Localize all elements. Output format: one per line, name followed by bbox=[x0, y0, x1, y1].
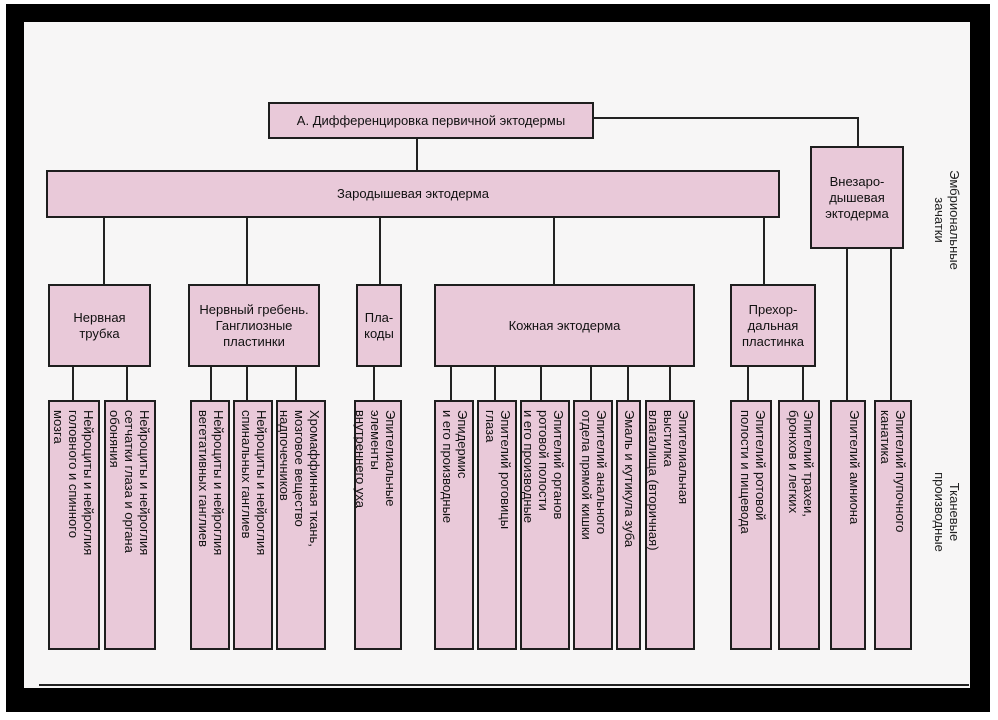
placodes-box: Пла- коды bbox=[356, 284, 402, 367]
connector-line bbox=[669, 365, 671, 401]
derivative-box: Хромаффинная ткань, мозговое вещество на… bbox=[276, 400, 326, 650]
tissue-derivatives-label: Тканевые производные bbox=[932, 472, 962, 552]
prechordal-plate-box: Прехор- дальная пластинка bbox=[730, 284, 816, 367]
connector-line bbox=[72, 365, 74, 401]
connector-line bbox=[846, 247, 848, 401]
derivative-text: Эпителиальные элементы внутреннего уха bbox=[353, 410, 398, 508]
skin-ectoderm-box: Кожная эктодерма bbox=[434, 284, 695, 367]
connector-line bbox=[450, 365, 452, 401]
derivative-text: Эпидермис и его производные bbox=[440, 410, 470, 524]
connector-line bbox=[103, 216, 105, 284]
title-box: А. Дифференцировка первичной эктодермы bbox=[268, 102, 594, 139]
derivative-text: Хромаффинная ткань, мозговое вещество на… bbox=[277, 410, 322, 547]
connector-line bbox=[553, 216, 555, 284]
connector-line bbox=[210, 365, 212, 401]
connector-line bbox=[590, 365, 592, 401]
derivative-text: Нейроциты и нейроглия головного и спинно… bbox=[51, 410, 96, 556]
connector-line bbox=[246, 365, 248, 401]
derivative-text: Нейроциты и нейроглия вегетативных гангл… bbox=[196, 410, 226, 556]
connector-line bbox=[373, 365, 375, 401]
derivative-box: Эпителий анального отдела прямой кишки bbox=[573, 400, 613, 650]
connector-line bbox=[295, 365, 297, 401]
derivative-box: Нейроциты и нейроглия головного и спинно… bbox=[48, 400, 100, 650]
connector-line bbox=[802, 365, 804, 401]
derivative-text: Нейроциты и нейроглия спинальных ганглие… bbox=[239, 410, 269, 556]
connector-line bbox=[890, 247, 892, 401]
derivative-box: Нейроциты и нейроглия спинальных ганглие… bbox=[233, 400, 273, 650]
connector-line bbox=[126, 365, 128, 401]
connector-line bbox=[540, 365, 542, 401]
connector-line bbox=[592, 117, 858, 119]
derivative-box: Эпителий пупочного канатика bbox=[874, 400, 912, 650]
derivative-box: Эпителий роговицы глаза bbox=[477, 400, 517, 650]
connector-line bbox=[494, 365, 496, 401]
connector-line bbox=[857, 117, 859, 147]
derivative-box: Нейроциты и нейроглия вегетативных гангл… bbox=[190, 400, 230, 650]
derivative-text: Эпителий органов ротовой полости и его п… bbox=[521, 410, 566, 524]
derivative-text: Эпителий ротовой полости и пищевода bbox=[738, 410, 768, 534]
connector-line bbox=[747, 365, 749, 401]
derivative-box: Эпителиальная выстилка влагалища (вторич… bbox=[645, 400, 695, 650]
connector-line bbox=[627, 365, 629, 401]
derivative-text: Эпителий пупочного канатика bbox=[878, 410, 908, 533]
derivative-box: Нейроциты и нейроглия сетчатки глаза и о… bbox=[104, 400, 156, 650]
derivative-text: Эмаль и кутикула зуба bbox=[622, 410, 637, 548]
derivative-box: Эпителиальные элементы внутреннего уха bbox=[353, 400, 402, 650]
derivative-box: Эпидермис и его производные bbox=[434, 400, 474, 650]
derivative-box: Эпителий амниона bbox=[830, 400, 866, 650]
page-frame: А. Дифференцировка первичной эктодермы З… bbox=[6, 4, 990, 712]
germinal-ectoderm-box: Зародышевая эктодерма bbox=[46, 170, 780, 218]
derivative-text: Эпителий трахеи, бронхов и легких bbox=[786, 410, 816, 517]
connector-line bbox=[763, 216, 765, 284]
derivative-box: Эпителий трахеи, бронхов и легких bbox=[778, 400, 820, 650]
derivative-box: Эпителий органов ротовой полости и его п… bbox=[520, 400, 570, 650]
connector-line bbox=[416, 137, 418, 171]
derivative-text: Эпителий анального отдела прямой кишки bbox=[579, 410, 609, 540]
derivative-text: Эпителий амниона bbox=[847, 410, 862, 525]
derivative-text: Нейроциты и нейроглия сетчатки глаза и о… bbox=[107, 410, 152, 556]
connector-line bbox=[246, 216, 248, 284]
derivative-box: Эпителий ротовой полости и пищевода bbox=[730, 400, 772, 650]
derivative-text: Эпителиальная выстилка влагалища (вторич… bbox=[646, 410, 691, 551]
derivative-text: Эпителий роговицы глаза bbox=[483, 410, 513, 530]
bottom-rule bbox=[39, 684, 969, 686]
neural-crest-box: Нервный гребень. Ганглиозные пластинки bbox=[188, 284, 320, 367]
diagram-sheet: А. Дифференцировка первичной эктодермы З… bbox=[24, 22, 970, 688]
neural-tube-box: Нервная трубка bbox=[48, 284, 151, 367]
derivative-box: Эмаль и кутикула зуба bbox=[616, 400, 641, 650]
extraembryonic-ectoderm-box: Внезаро- дышевая эктодерма bbox=[810, 146, 904, 249]
embryonic-rudiments-label: Эмбриональные зачатки bbox=[932, 170, 962, 270]
connector-line bbox=[379, 216, 381, 284]
